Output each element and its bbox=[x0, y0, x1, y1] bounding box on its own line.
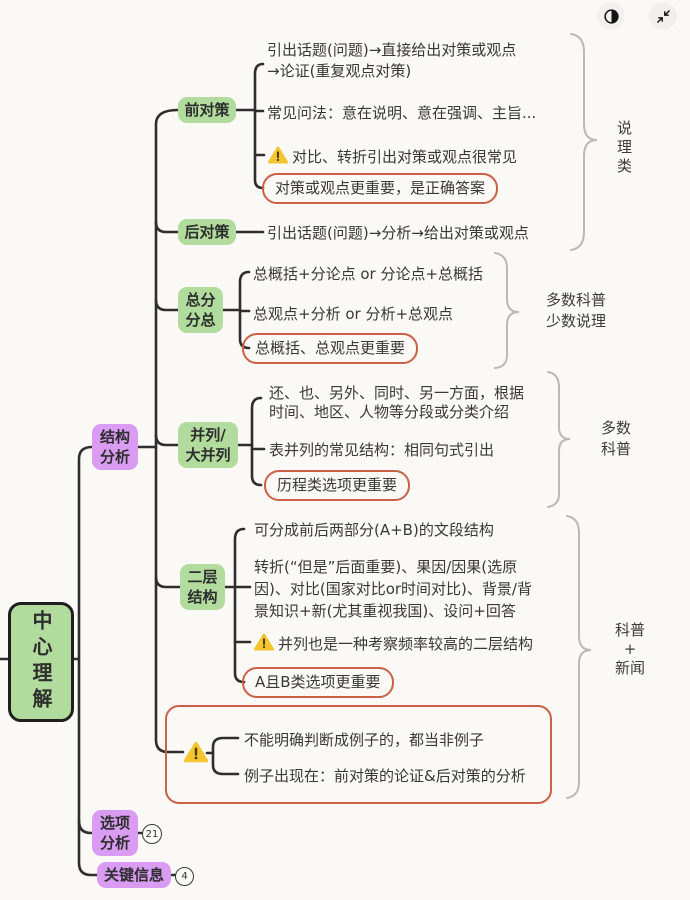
bing-lie-highlight[interactable]: 历程类选项更重要 bbox=[264, 470, 411, 501]
example-note-box bbox=[165, 705, 552, 804]
node-after-strategy[interactable]: 后对策 bbox=[178, 219, 236, 245]
zong-fen-pattern2[interactable]: 总观点+分析 or 分析+总观点 bbox=[253, 305, 454, 323]
summary-label-binglie[interactable]: 多数 科普 bbox=[600, 419, 631, 458]
two-layer-warning[interactable]: 并列也是一种考察频率较高的二层结构 bbox=[278, 635, 534, 653]
branch-key-info[interactable]: 关键信息 bbox=[97, 862, 171, 888]
example-note-rule2[interactable]: 例子出现在：前对策的论证&后对策的分析 bbox=[244, 767, 526, 785]
front-strategy-flow[interactable]: 引出话题(问题)→直接给出对策或观点 →论证(重复观点对策) bbox=[267, 41, 517, 80]
front-strategy-question-forms[interactable]: 常见问法：意在说明、意在强调、主旨... bbox=[267, 104, 537, 122]
two-layer-highlight[interactable]: A且B类选项更重要 bbox=[242, 667, 394, 698]
node-two-layer[interactable]: 二层 结构 bbox=[180, 564, 225, 610]
node-front-strategy[interactable]: 前对策 bbox=[178, 97, 236, 123]
contrast-icon bbox=[603, 8, 619, 24]
bing-lie-signals[interactable]: 还、也、另外、同时、另一方面，根据 时间、地区、人物等分段或分类介绍 bbox=[269, 384, 525, 421]
zong-fen-pattern1[interactable]: 总概括+分论点 or 分论点+总概括 bbox=[253, 265, 484, 283]
summary-label-shuoli[interactable]: 说理类 bbox=[615, 119, 633, 177]
root-node[interactable]: 中心理解 bbox=[8, 602, 74, 722]
warning-icon bbox=[254, 633, 274, 651]
node-bing-lie[interactable]: 并列/ 大并列 bbox=[178, 422, 238, 468]
theme-contrast-button[interactable] bbox=[597, 2, 625, 30]
zong-fen-highlight[interactable]: 总概括、总观点更重要 bbox=[242, 333, 419, 364]
branch-option-analysis[interactable]: 选项 分析 bbox=[92, 810, 138, 856]
warning-icon bbox=[268, 146, 288, 164]
collapsed-count-badge[interactable]: 4 bbox=[175, 867, 194, 886]
summary-braces bbox=[494, 33, 598, 799]
front-strategy-warning[interactable]: 对比、转折引出对策或观点很常见 bbox=[292, 148, 518, 166]
example-note-rule1[interactable]: 不能明确判断成例子的，都当非例子 bbox=[244, 731, 485, 749]
front-strategy-highlight[interactable]: 对策或观点更重要，是正确答案 bbox=[262, 173, 499, 204]
collapse-arrows-icon bbox=[656, 9, 670, 23]
two-layer-desc[interactable]: 可分成前后两部分(A+B)的文段结构 bbox=[254, 521, 494, 539]
collapse-view-button[interactable] bbox=[649, 2, 677, 30]
summary-label-twolayer[interactable]: 科普 + 新闻 bbox=[614, 621, 645, 677]
warning-icon[interactable] bbox=[184, 741, 208, 763]
two-layer-types[interactable]: 转折(“但是”后面重要)、果因/因果(选原 因)、对比(国家对比or时间对比)、… bbox=[254, 558, 532, 620]
after-strategy-flow[interactable]: 引出话题(问题)→分析→给出对策或观点 bbox=[267, 224, 529, 242]
node-zong-fen[interactable]: 总分 分总 bbox=[178, 287, 223, 333]
branch-structure-analysis[interactable]: 结构 分析 bbox=[92, 424, 138, 470]
collapsed-count-badge[interactable]: 21 bbox=[142, 824, 162, 844]
bing-lie-structure[interactable]: 表并列的常见结构：相同句式引出 bbox=[269, 441, 495, 459]
summary-label-zongfen[interactable]: 多数科普 少数说理 bbox=[546, 291, 607, 330]
